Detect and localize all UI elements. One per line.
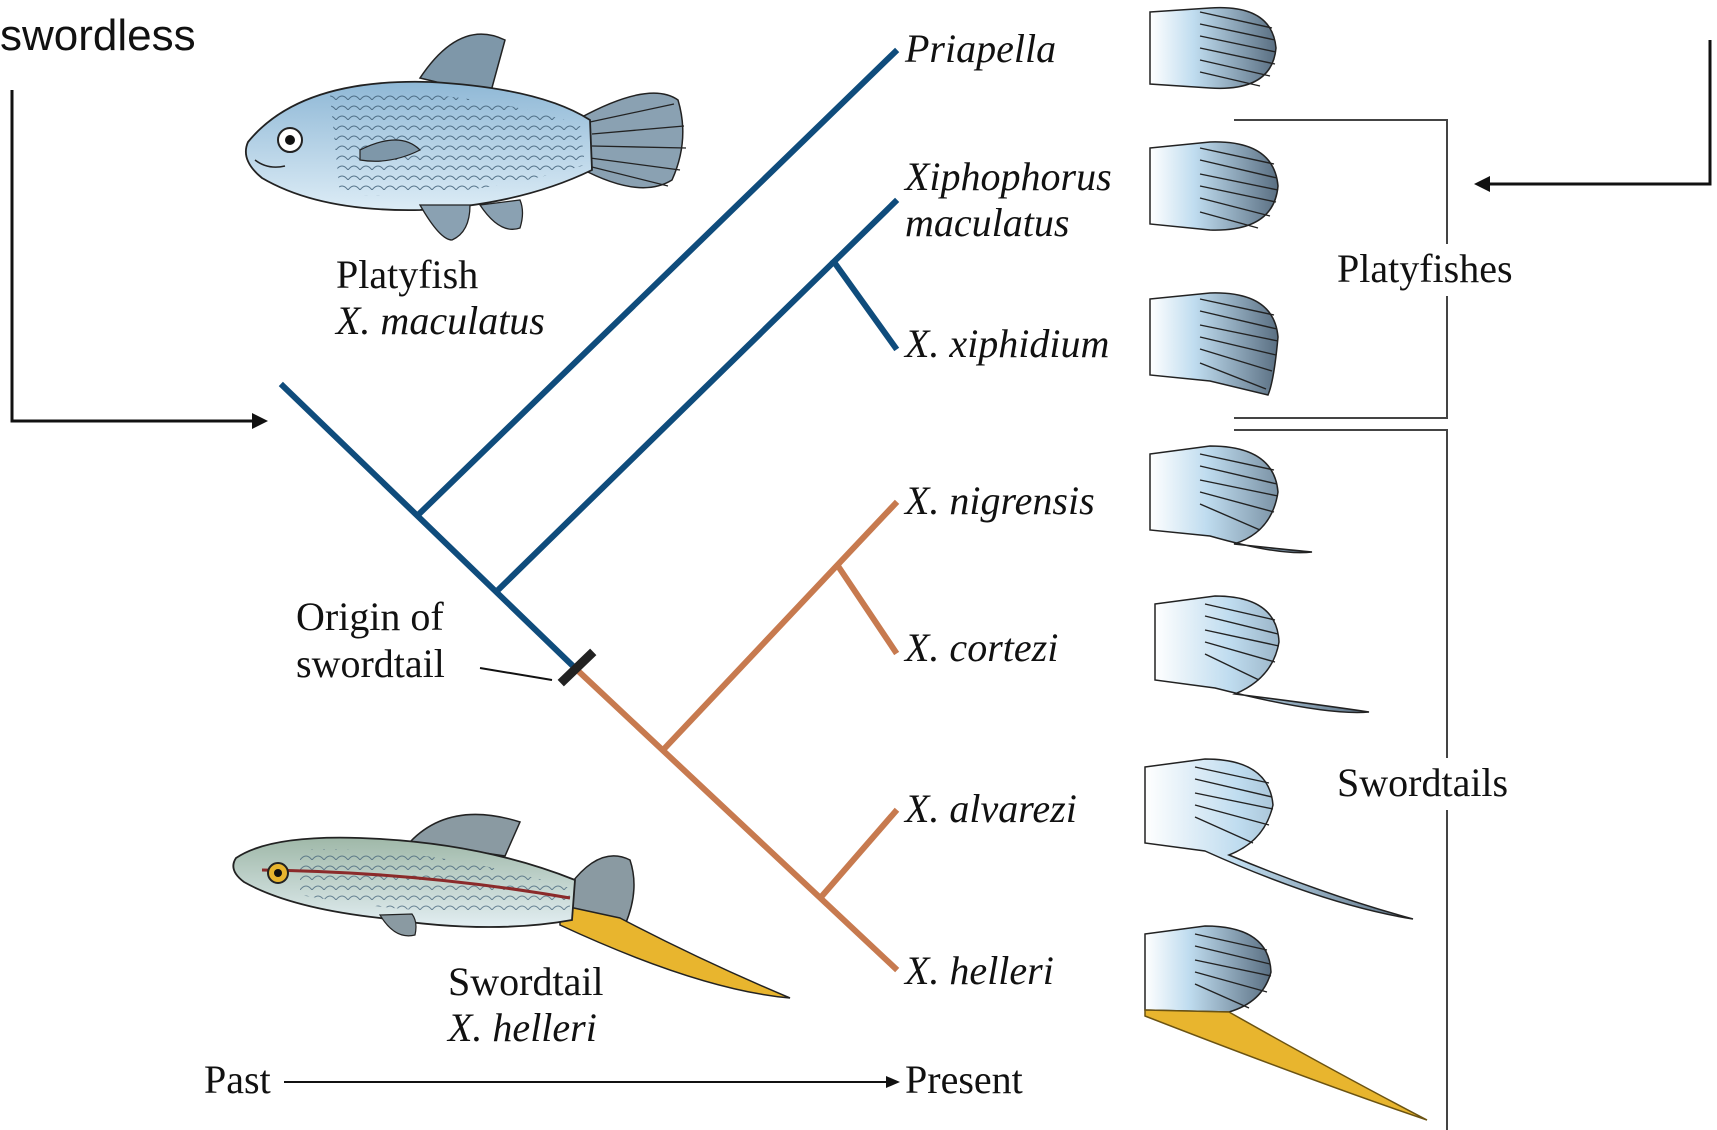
- taxon-label-x-nigrensis: X. nigrensis: [903, 478, 1095, 523]
- group-label-swordtails: Swordtails: [1337, 760, 1508, 805]
- right-bracket-arrow-line: [1484, 40, 1710, 184]
- time-axis-present-label: Present: [905, 1057, 1023, 1102]
- taxon-label-x-cortezi: X. cortezi: [903, 625, 1058, 670]
- left-bracket-arrow-line: [12, 90, 260, 421]
- taxon-label-x-xiphidium: X. xiphidium: [903, 321, 1109, 366]
- platyfish-illustration: [246, 34, 686, 240]
- tail-fin-x-xiphidium: [1150, 293, 1278, 395]
- platyfish-common-name: Platyfish: [336, 252, 478, 297]
- swordless-annotation: swordless: [0, 11, 1710, 429]
- taxon-label-x-maculatus-line2: maculatus: [905, 200, 1069, 245]
- origin-label-line2: swordtail: [296, 641, 445, 686]
- platyfish-anal-fin: [480, 200, 523, 229]
- group-label-platyfishes: Platyfishes: [1337, 246, 1513, 291]
- swordless-label: swordless: [0, 11, 196, 60]
- time-axis-arrowhead-icon: [886, 1076, 900, 1088]
- platyfish-species-name: X. maculatus: [334, 298, 545, 343]
- taxon-label-x-helleri: X. helleri: [903, 948, 1054, 993]
- taxon-label-x-maculatus-line1: Xiphophorus: [903, 154, 1112, 199]
- swordtail-common-name: Swordtail: [448, 959, 604, 1004]
- origin-label-line1: Origin of: [296, 594, 444, 639]
- tail-fin-x-maculatus: [1150, 142, 1278, 230]
- branch-x-alvarezi: [822, 812, 895, 896]
- platyfish-pelvic-fin: [420, 205, 470, 240]
- swordtail-pelvic-fin: [380, 914, 416, 936]
- tail-fins: [1145, 8, 1427, 1120]
- tail-fin-priapella: [1150, 8, 1276, 89]
- taxon-label-priapella: Priapella: [904, 26, 1056, 71]
- tail-fin-x-helleri: [1145, 926, 1427, 1120]
- tail-fin-x-nigrensis: [1150, 446, 1312, 553]
- branch-x-cortezi: [838, 566, 895, 651]
- branch-sword-clade-a: [663, 504, 895, 750]
- time-axis-past-label: Past: [204, 1057, 271, 1102]
- time-axis: Past Present: [204, 1057, 1023, 1102]
- origin-leader-line: [480, 668, 552, 680]
- taxon-labels: Priapella Xiphophorus maculatus X. xiphi…: [903, 26, 1112, 993]
- right-arrowhead-icon: [1474, 176, 1490, 192]
- left-arrowhead-icon: [252, 413, 268, 429]
- tail-fin-x-cortezi: [1155, 596, 1369, 713]
- branch-x-xiphidium: [834, 262, 895, 347]
- platyfish-tail-fin: [580, 93, 683, 188]
- taxon-label-x-alvarezi: X. alvarezi: [903, 786, 1077, 831]
- swordtail-species-name: X. helleri: [446, 1005, 597, 1050]
